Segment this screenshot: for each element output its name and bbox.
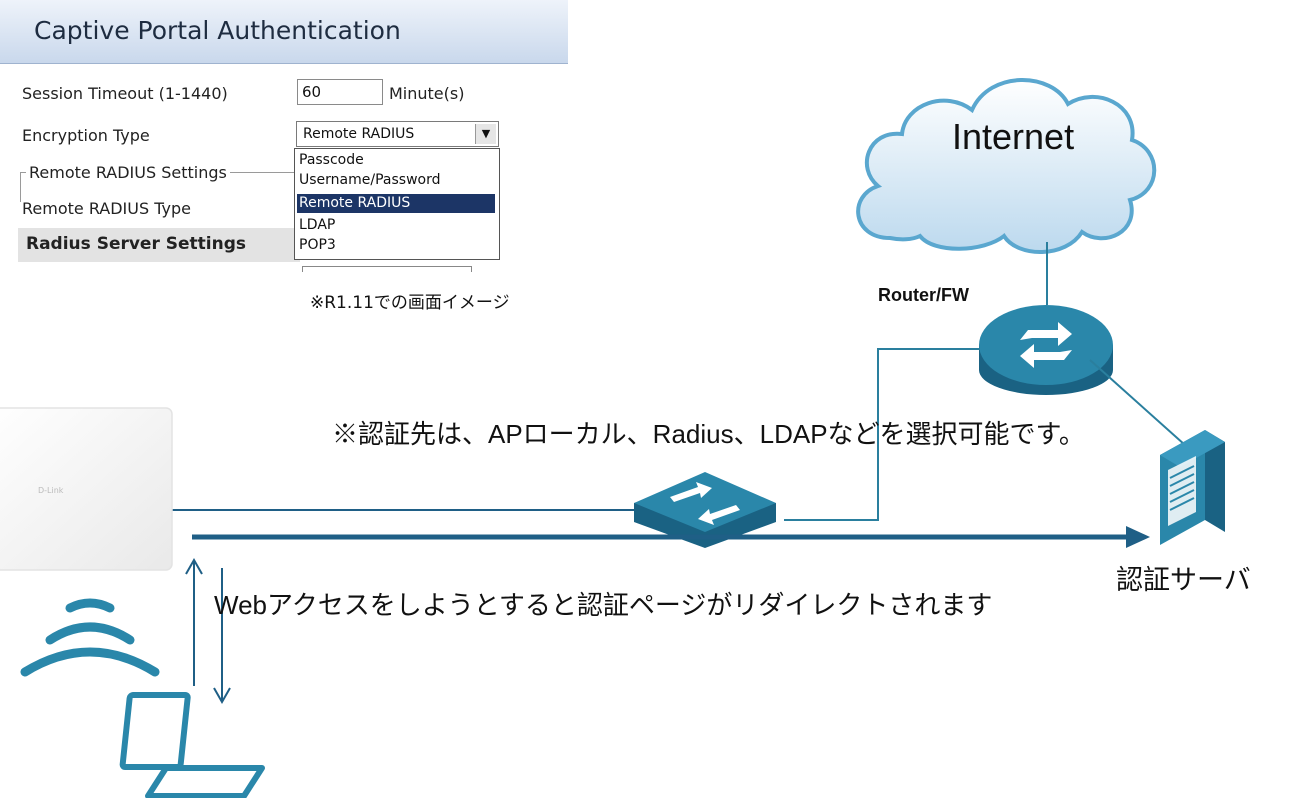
remote-radius-type-label: Remote RADIUS Type bbox=[22, 199, 191, 218]
session-timeout-unit: Minute(s) bbox=[389, 84, 465, 103]
auth-server-label: 認証サーバ bbox=[1116, 565, 1251, 595]
dropdown-option-username-password[interactable]: Username/Password bbox=[299, 172, 441, 188]
laptop-icon bbox=[119, 692, 265, 798]
switch-icon bbox=[634, 472, 776, 548]
internet-label: Internet bbox=[952, 116, 1075, 157]
server-icon bbox=[1160, 430, 1225, 545]
dropdown-option-ldap[interactable]: LDAP bbox=[299, 217, 336, 233]
radius-server-settings-bar bbox=[18, 228, 300, 262]
radius-server-input[interactable] bbox=[302, 266, 472, 272]
encryption-type-select[interactable]: Remote RADIUS ▼ bbox=[296, 121, 499, 147]
session-timeout-label: Session Timeout (1-1440) bbox=[22, 84, 228, 103]
remote-radius-settings-legend: Remote RADIUS Settings bbox=[26, 163, 230, 182]
encryption-type-label: Encryption Type bbox=[22, 126, 150, 145]
encryption-type-dropdown[interactable]: Passcode Username/Password Remote RADIUS… bbox=[294, 148, 500, 260]
ap-brand-logo: D-Link bbox=[38, 486, 64, 495]
redirect-arrows bbox=[185, 557, 231, 705]
router-switch-link bbox=[784, 348, 980, 521]
panel-title: Captive Portal Authentication bbox=[34, 16, 401, 45]
encryption-type-value: Remote RADIUS bbox=[303, 126, 415, 142]
radius-server-settings-heading: Radius Server Settings bbox=[26, 234, 247, 254]
captive-portal-panel: Captive Portal Authentication Session Ti… bbox=[0, 0, 568, 272]
internet-cloud-icon bbox=[856, 78, 1157, 254]
auth-target-note: ※認証先は、APローカル、Radius、LDAPなどを選択可能です。 bbox=[332, 419, 1085, 449]
session-timeout-input[interactable]: 60 bbox=[297, 79, 383, 105]
access-point-icon bbox=[0, 407, 173, 571]
router-label: Router/FW bbox=[878, 285, 969, 305]
router-server-link bbox=[1089, 359, 1186, 446]
chevron-down-icon[interactable]: ▼ bbox=[475, 124, 496, 144]
auth-flow-arrowhead bbox=[1126, 526, 1150, 548]
panel-header bbox=[0, 0, 568, 64]
redirect-note: Webアクセスをしようとすると認証ページがリダイレクトされます bbox=[214, 590, 993, 620]
wifi-icon bbox=[20, 598, 160, 677]
fieldset-border-left bbox=[20, 172, 21, 202]
router-icon bbox=[979, 305, 1113, 395]
dropdown-option-remote-radius[interactable]: Remote RADIUS bbox=[297, 194, 495, 213]
screenshot-caption: ※R1.11での画面イメージ bbox=[310, 293, 510, 313]
dropdown-option-passcode[interactable]: Passcode bbox=[299, 152, 364, 168]
dropdown-option-pop3[interactable]: POP3 bbox=[299, 237, 336, 253]
